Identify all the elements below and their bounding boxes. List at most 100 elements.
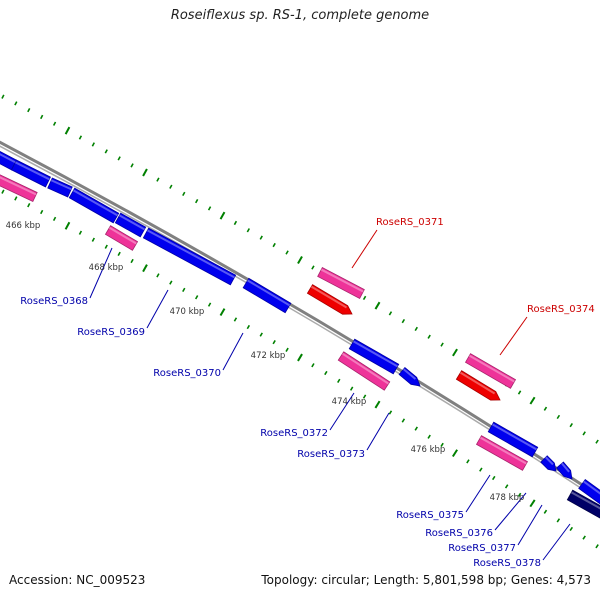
gene-arrow xyxy=(475,435,529,471)
tick-mark xyxy=(452,449,458,458)
tick-mark xyxy=(362,394,367,399)
tick-mark xyxy=(582,535,586,540)
tick-mark xyxy=(517,492,522,497)
genome-summary-text: Topology: circular; Length: 5,801,598 bp… xyxy=(261,573,591,587)
leader-line xyxy=(146,289,169,329)
gene-highlight xyxy=(561,462,570,473)
tick-mark xyxy=(14,196,18,201)
tick-mark xyxy=(40,209,44,215)
tick-mark xyxy=(285,250,289,255)
tick-mark xyxy=(569,423,573,428)
tick-mark xyxy=(556,518,561,523)
gene-highlight xyxy=(118,214,145,231)
tick-mark xyxy=(362,295,367,301)
gene-label: RoseRS_0373 xyxy=(297,449,365,460)
gene-arrow xyxy=(348,338,400,375)
kbp-label: 478 kbp xyxy=(490,493,525,503)
tick-mark xyxy=(156,273,160,278)
gene-arrow xyxy=(242,277,292,314)
tick-mark xyxy=(169,280,173,285)
tick-mark xyxy=(285,347,289,352)
tick-mark xyxy=(401,418,406,423)
kbp-label: 474 kbp xyxy=(332,397,367,407)
tick-mark xyxy=(91,142,95,147)
tick-mark xyxy=(182,191,186,197)
gene-highlight xyxy=(73,189,118,217)
tick-mark xyxy=(556,414,561,420)
tick-mark xyxy=(130,163,134,168)
gene-highlight xyxy=(247,279,291,307)
gene-arrow xyxy=(114,212,147,238)
gene-highlight xyxy=(0,153,16,164)
tick-mark xyxy=(479,467,483,472)
tick-mark xyxy=(27,203,31,208)
gene-arrow xyxy=(0,174,38,203)
tick-mark xyxy=(246,324,251,330)
kbp-label: 466 kbp xyxy=(6,221,41,231)
gene-label: RoseRS_0378 xyxy=(473,558,541,569)
gene-highlight xyxy=(320,268,364,293)
gene-highlight xyxy=(108,226,137,245)
tick-mark xyxy=(207,302,212,307)
gene-highlight xyxy=(402,368,417,380)
gene-arrow xyxy=(556,461,573,480)
tick-mark xyxy=(582,431,586,436)
gene-highlight xyxy=(341,352,390,385)
tick-mark xyxy=(543,509,548,514)
tick-mark xyxy=(194,295,199,300)
tick-mark xyxy=(466,459,470,464)
tick-mark xyxy=(1,94,5,99)
tick-mark xyxy=(219,211,226,220)
tick-mark xyxy=(1,189,5,194)
tick-mark xyxy=(529,396,536,405)
gene-arrow xyxy=(104,225,139,251)
gene-arrow xyxy=(487,421,539,458)
tick-mark xyxy=(130,258,134,264)
gene-highlight xyxy=(459,371,496,395)
kbp-label: 476 kbp xyxy=(411,445,446,455)
tick-mark xyxy=(142,168,148,177)
tick-mark xyxy=(427,434,431,439)
gene-highlight xyxy=(545,456,554,466)
gene-label: RoseRS_0371 xyxy=(376,217,444,228)
tick-mark xyxy=(414,326,418,332)
gene-label: RoseRS_0369 xyxy=(77,327,145,338)
tick-mark xyxy=(374,301,381,310)
tick-mark xyxy=(259,332,263,337)
tick-mark xyxy=(595,439,599,444)
tick-mark xyxy=(337,378,341,383)
tick-mark xyxy=(207,206,212,211)
tick-mark xyxy=(491,475,496,481)
gene-arrow xyxy=(337,351,391,391)
tick-mark xyxy=(117,251,121,256)
tick-mark xyxy=(219,308,226,316)
leader-line xyxy=(222,332,244,371)
tick-mark xyxy=(233,220,238,226)
tick-mark xyxy=(517,390,522,395)
tick-mark xyxy=(78,135,83,140)
gene-highlight xyxy=(0,176,37,196)
tick-mark xyxy=(297,256,303,264)
gene-arrow xyxy=(464,353,517,389)
gene-highlight xyxy=(492,423,537,451)
gene-arrow xyxy=(578,478,600,505)
gene-highlight xyxy=(310,285,348,309)
tick-mark xyxy=(595,544,599,549)
tick-mark xyxy=(78,230,83,235)
tick-mark xyxy=(246,228,251,233)
gene-arrow xyxy=(306,284,353,315)
accession-text: Accession: NC_009523 xyxy=(9,573,146,587)
tick-mark xyxy=(104,244,108,249)
gene-highlight xyxy=(14,161,50,181)
tick-mark xyxy=(324,370,328,376)
gene-highlight xyxy=(353,340,398,368)
gene-highlight xyxy=(50,179,72,191)
tick-mark xyxy=(117,156,121,161)
tick-mark xyxy=(297,353,303,362)
tick-mark xyxy=(388,410,393,415)
tick-mark xyxy=(504,484,509,489)
tick-mark xyxy=(52,216,57,222)
tick-mark xyxy=(40,114,44,120)
